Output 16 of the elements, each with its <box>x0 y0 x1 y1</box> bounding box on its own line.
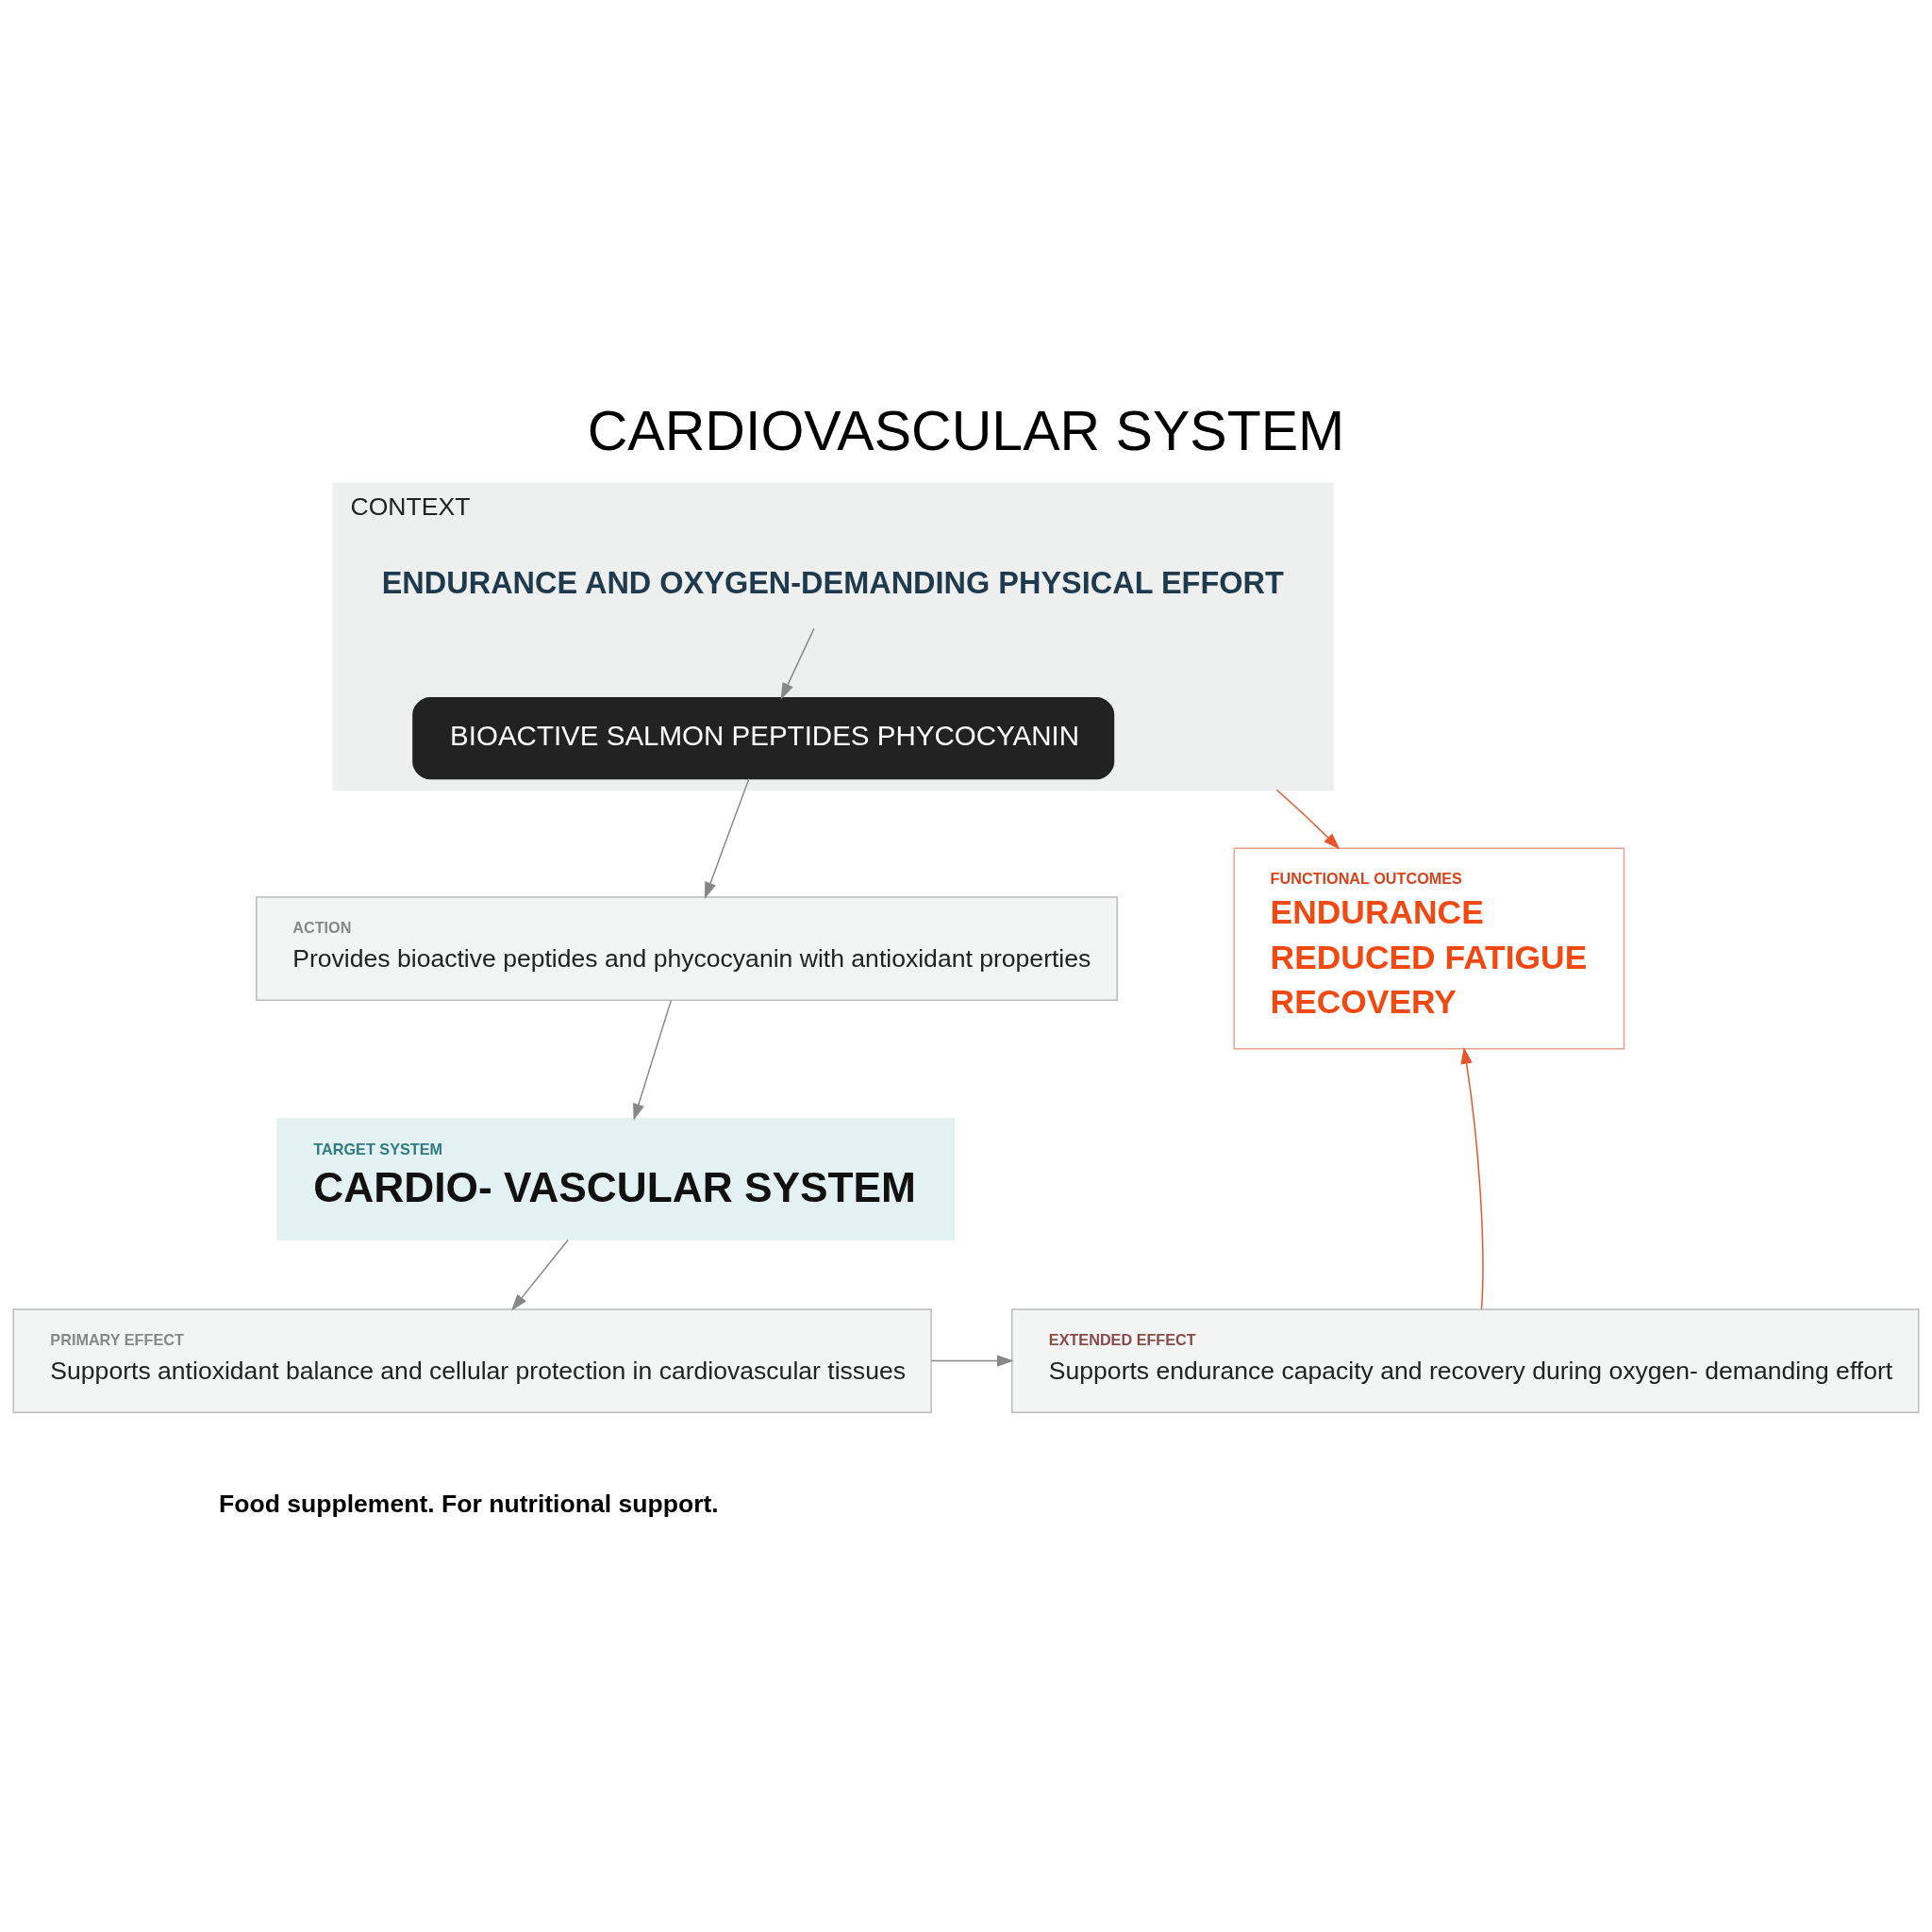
node-box: FUNCTIONAL OUTCOMES ENDURANCE REDUCED FATIGUE RECOVERY <box>1233 847 1625 1050</box>
arrow <box>704 777 750 899</box>
label: Food supplement. For nutritional support. <box>218 1489 719 1518</box>
node-box: ACTION Provides bioactive peptides and phycocyanin with antioxidant properties <box>256 896 1118 1001</box>
node-box: EXTENDED EFFECT Supports endurance capacity and recovery during oxygen- demanding effort <box>1011 1308 1920 1413</box>
arrow <box>633 999 673 1121</box>
diagram-title: CARDIOVASCULAR SYSTEM <box>587 400 1345 463</box>
node-box: BIOACTIVE SALMON PEPTIDES PHYCOCYANIN <box>412 697 1115 780</box>
node-box: TARGET SYSTEM CARDIO- VASCULAR SYSTEM <box>276 1117 956 1241</box>
arrow <box>1460 1046 1484 1310</box>
arrow <box>1275 789 1341 850</box>
node-box: PRIMARY EFFECT Supports antioxidant balance and cellular protection in cardiovascular tissues <box>12 1308 932 1413</box>
arrow <box>780 627 815 700</box>
arrow <box>930 1355 1014 1367</box>
arrow <box>511 1239 569 1311</box>
node-text: ENDURANCE AND OXYGEN-DEMANDING PHYSICAL EFFORT <box>381 565 1284 600</box>
